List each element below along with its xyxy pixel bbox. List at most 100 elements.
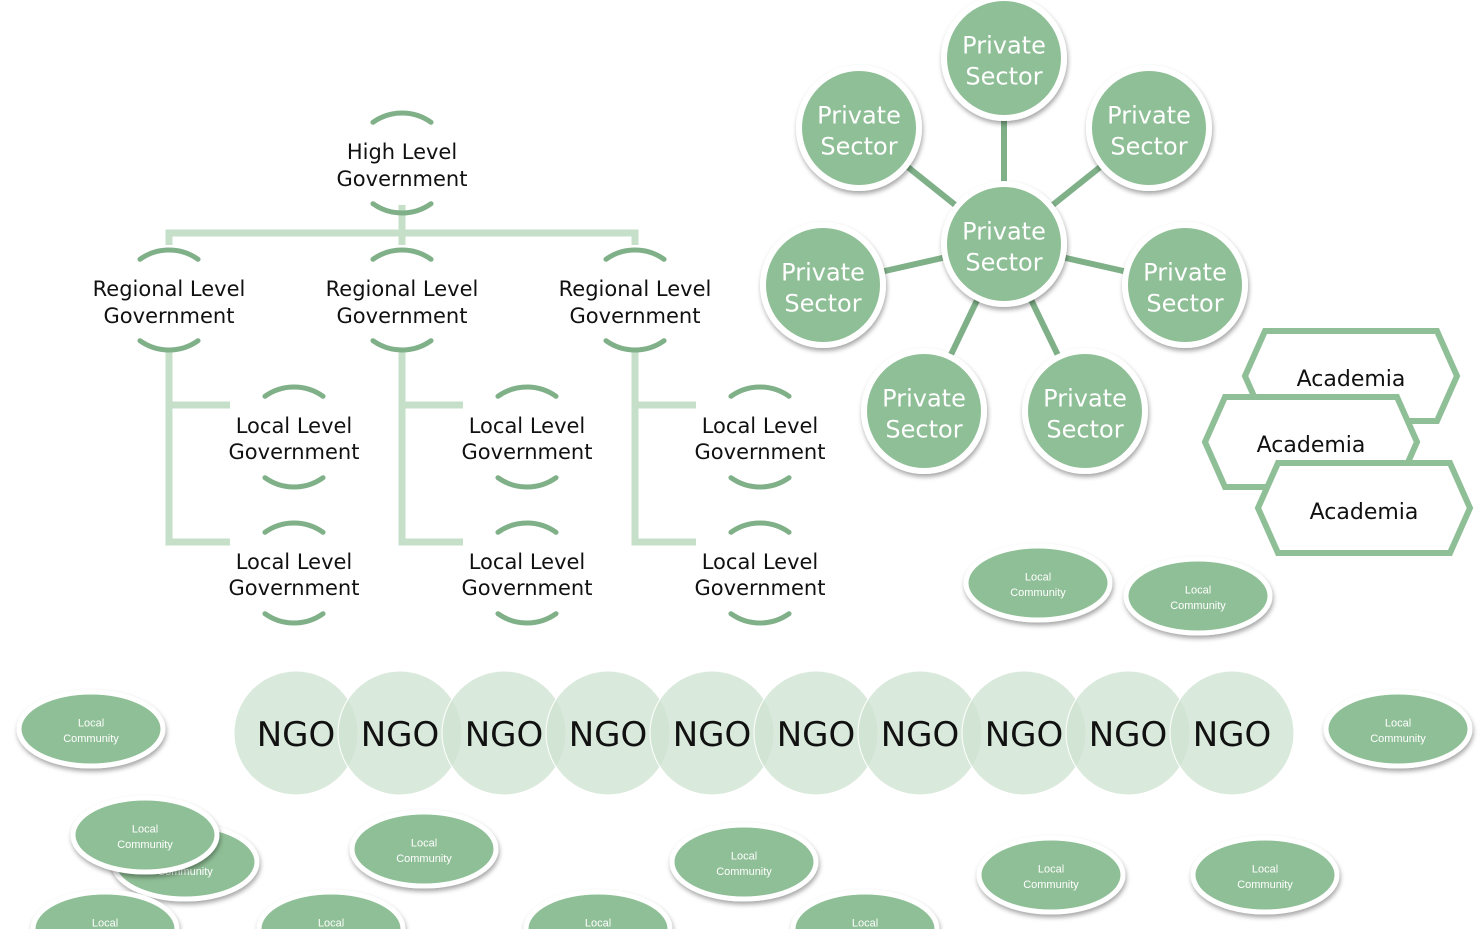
bracket-arc-top — [370, 247, 434, 262]
ngo-label: NGO — [881, 715, 960, 755]
local-government-node — [262, 520, 326, 626]
local-government-node — [495, 384, 559, 490]
academia-label: Academia — [1257, 433, 1366, 458]
bracket-arc-top — [262, 384, 326, 399]
academia-label: Academia — [1310, 500, 1419, 525]
bracket-arc-top — [728, 384, 792, 399]
local-community-ellipse — [1123, 556, 1273, 636]
local-community-ellipse — [523, 889, 673, 929]
bracket-arc-top — [262, 520, 326, 535]
local-community-ellipse — [790, 889, 940, 929]
private-sector-circle — [941, 0, 1067, 121]
bracket-arc-bottom — [262, 611, 326, 626]
local-community-ellipse — [16, 689, 166, 769]
ngo-label: NGO — [361, 715, 440, 755]
bracket-arc-bottom — [137, 338, 201, 353]
ngo-label: NGO — [1089, 715, 1168, 755]
bracket-arc-bottom — [370, 201, 434, 216]
ngo-label: NGO — [257, 715, 336, 755]
local-community-ellipse — [669, 822, 819, 902]
ngo-circle — [1169, 670, 1295, 796]
bracket-arc-top — [137, 247, 201, 262]
regional-government-node — [370, 247, 434, 353]
private-sector-circle — [1022, 348, 1148, 474]
local-government-node — [262, 384, 326, 490]
bracket-arc-top — [495, 520, 559, 535]
local-government-node — [495, 520, 559, 626]
connector-branch — [398, 350, 463, 546]
bracket-arc-bottom — [370, 338, 434, 353]
private-sector-circle — [1122, 222, 1248, 348]
ngo-label: NGO — [985, 715, 1064, 755]
ngo-label: NGO — [777, 715, 856, 755]
ngo-label: NGO — [569, 715, 648, 755]
academia-label: Academia — [1297, 367, 1406, 392]
bracket-arc-bottom — [603, 338, 667, 353]
private-sector-center-circle — [941, 181, 1067, 307]
academia-hexagon — [1254, 460, 1474, 556]
ngo-label: NGO — [1193, 715, 1272, 755]
private-sector-circle — [760, 222, 886, 348]
local-government-node — [728, 384, 792, 490]
regional-government-node — [603, 247, 667, 353]
bracket-arc-top — [370, 110, 434, 125]
bracket-arc-bottom — [495, 611, 559, 626]
bracket-arc-top — [603, 247, 667, 262]
local-community-ellipse — [256, 889, 406, 929]
private-sector-circle — [1086, 65, 1212, 191]
bracket-arc-top — [495, 384, 559, 399]
local-community-ellipse — [30, 889, 180, 929]
regional-government-node — [137, 247, 201, 353]
local-community-ellipse — [349, 809, 499, 889]
private-sector-circle — [796, 65, 922, 191]
local-community-ellipse — [976, 835, 1126, 915]
local-community-ellipse — [1323, 689, 1473, 769]
local-community-ellipse — [963, 543, 1113, 623]
bracket-arc-bottom — [495, 475, 559, 490]
private-sector-circle — [861, 348, 987, 474]
bracket-arc-bottom — [262, 475, 326, 490]
